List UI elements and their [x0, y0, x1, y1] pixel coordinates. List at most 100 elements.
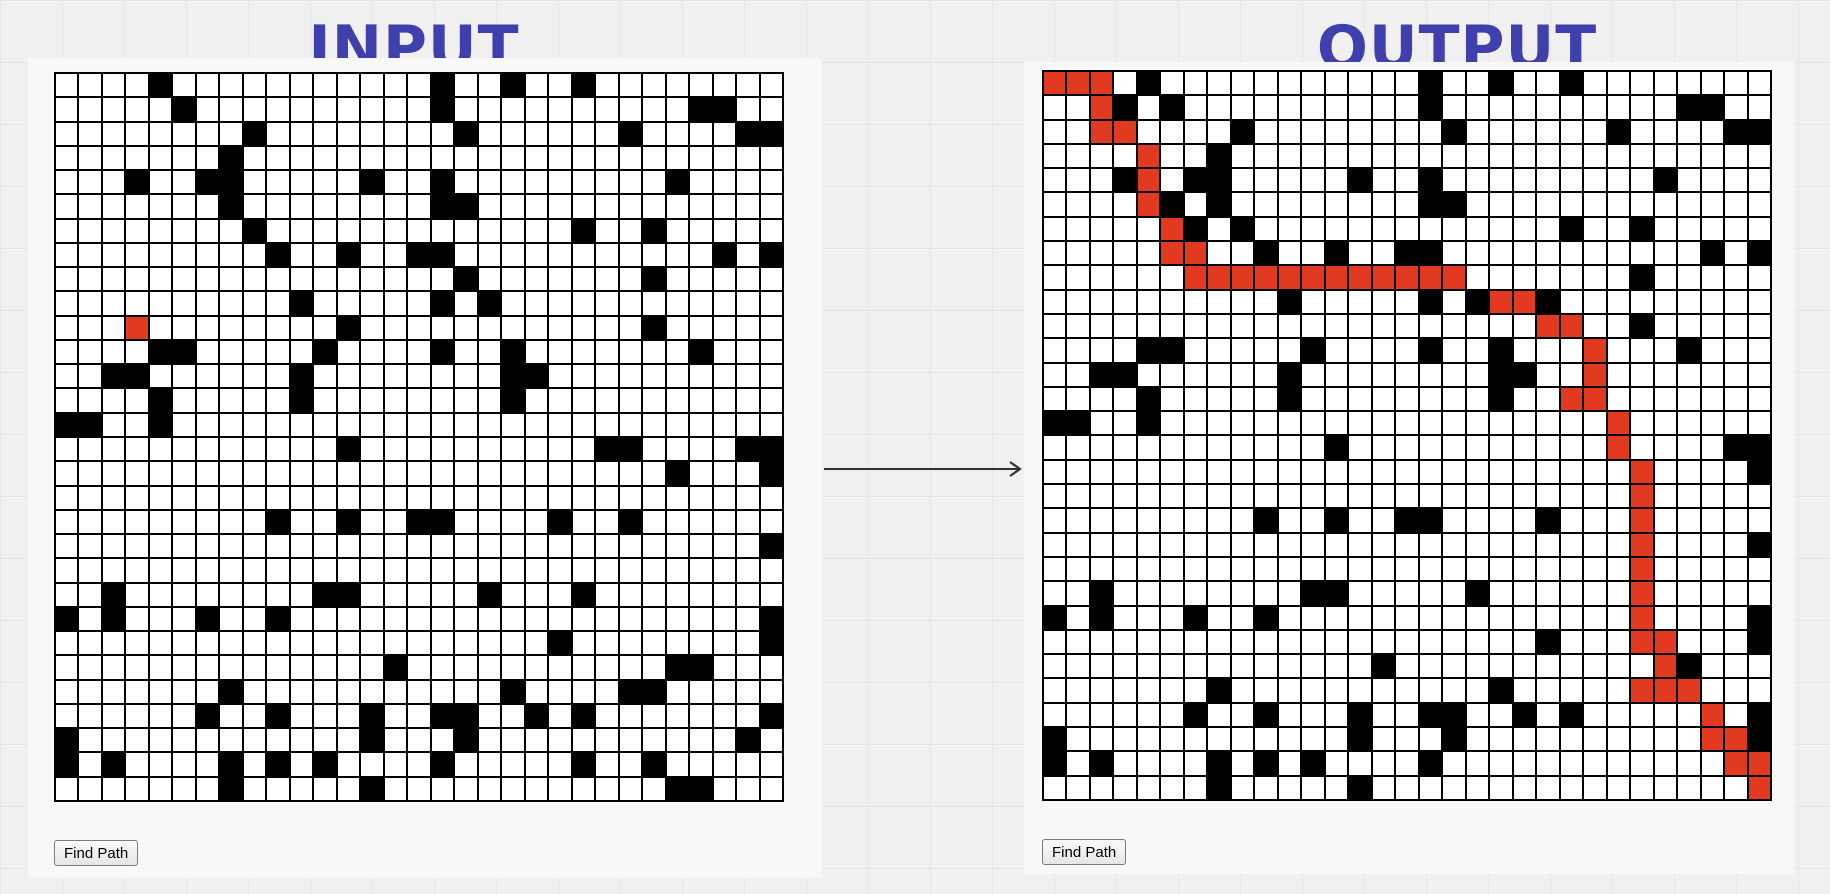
open-cell[interactable]	[643, 559, 665, 582]
open-cell[interactable]	[1443, 509, 1465, 532]
open-cell[interactable]	[1725, 485, 1747, 508]
open-cell[interactable]	[290, 559, 313, 582]
open-cell[interactable]	[267, 171, 289, 194]
open-cell[interactable]	[549, 98, 571, 121]
open-cell[interactable]	[149, 122, 172, 145]
open-cell[interactable]	[502, 219, 524, 242]
open-cell[interactable]	[1701, 314, 1724, 338]
open-cell[interactable]	[267, 122, 289, 145]
wall-cell[interactable]	[1725, 436, 1747, 459]
open-cell[interactable]	[102, 268, 125, 291]
open-cell[interactable]	[267, 632, 289, 655]
open-cell[interactable]	[1701, 606, 1724, 629]
wall-cell[interactable]	[314, 753, 336, 776]
open-cell[interactable]	[384, 413, 407, 436]
open-cell[interactable]	[643, 365, 665, 388]
open-cell[interactable]	[713, 74, 736, 97]
open-cell[interactable]	[1466, 193, 1489, 216]
open-cell[interactable]	[384, 559, 407, 582]
open-cell[interactable]	[149, 607, 172, 631]
open-cell[interactable]	[713, 753, 736, 776]
open-cell[interactable]	[126, 292, 148, 315]
open-cell[interactable]	[1325, 96, 1348, 119]
path-cell[interactable]	[1607, 436, 1630, 459]
open-cell[interactable]	[337, 656, 360, 679]
open-cell[interactable]	[1255, 314, 1277, 338]
open-cell[interactable]	[337, 680, 360, 703]
open-cell[interactable]	[1725, 266, 1747, 289]
open-cell[interactable]	[79, 292, 101, 315]
open-cell[interactable]	[1208, 485, 1230, 508]
open-cell[interactable]	[1490, 630, 1512, 654]
open-cell[interactable]	[1255, 96, 1277, 119]
open-cell[interactable]	[1678, 485, 1700, 508]
open-cell[interactable]	[267, 268, 289, 291]
open-cell[interactable]	[1208, 728, 1230, 751]
open-cell[interactable]	[431, 777, 454, 800]
open-cell[interactable]	[690, 486, 712, 509]
open-cell[interactable]	[1396, 96, 1418, 119]
open-cell[interactable]	[619, 607, 642, 631]
open-cell[interactable]	[1255, 120, 1277, 143]
open-cell[interactable]	[1184, 630, 1207, 654]
wall-cell[interactable]	[431, 98, 454, 121]
open-cell[interactable]	[1607, 557, 1630, 581]
open-cell[interactable]	[1184, 193, 1207, 216]
open-cell[interactable]	[760, 316, 782, 339]
open-cell[interactable]	[713, 195, 736, 218]
open-cell[interactable]	[267, 195, 289, 218]
open-cell[interactable]	[666, 365, 689, 388]
open-cell[interactable]	[713, 777, 736, 800]
wall-cell[interactable]	[1349, 728, 1371, 751]
open-cell[interactable]	[1044, 144, 1066, 168]
open-cell[interactable]	[1137, 217, 1160, 241]
open-cell[interactable]	[1584, 728, 1606, 751]
open-cell[interactable]	[1067, 120, 1089, 143]
open-cell[interactable]	[1701, 72, 1724, 95]
open-cell[interactable]	[1349, 193, 1371, 216]
open-cell[interactable]	[1396, 412, 1418, 435]
wall-cell[interactable]	[267, 753, 289, 776]
open-cell[interactable]	[478, 171, 501, 194]
open-cell[interactable]	[690, 583, 712, 606]
open-cell[interactable]	[1325, 314, 1348, 338]
open-cell[interactable]	[361, 389, 383, 412]
path-cell[interactable]	[1537, 314, 1559, 338]
wall-cell[interactable]	[666, 777, 689, 800]
open-cell[interactable]	[1278, 72, 1301, 95]
wall-cell[interactable]	[1325, 242, 1348, 265]
open-cell[interactable]	[1325, 728, 1348, 751]
open-cell[interactable]	[737, 219, 759, 242]
open-cell[interactable]	[502, 510, 524, 534]
wall-cell[interactable]	[337, 243, 360, 267]
open-cell[interactable]	[267, 680, 289, 703]
open-cell[interactable]	[1678, 314, 1700, 338]
wall-cell[interactable]	[267, 243, 289, 267]
open-cell[interactable]	[1137, 242, 1160, 265]
wall-cell[interactable]	[1419, 752, 1442, 775]
open-cell[interactable]	[1560, 533, 1583, 556]
open-cell[interactable]	[1302, 144, 1324, 168]
open-cell[interactable]	[431, 632, 454, 655]
open-cell[interactable]	[1513, 314, 1536, 338]
open-cell[interactable]	[1584, 509, 1606, 532]
open-cell[interactable]	[1607, 387, 1630, 411]
open-cell[interactable]	[572, 171, 595, 194]
wall-cell[interactable]	[1490, 363, 1512, 386]
open-cell[interactable]	[1349, 533, 1371, 556]
open-cell[interactable]	[56, 340, 78, 364]
open-cell[interactable]	[1584, 533, 1606, 556]
open-cell[interactable]	[314, 462, 336, 485]
open-cell[interactable]	[1490, 728, 1512, 751]
open-cell[interactable]	[1067, 485, 1089, 508]
open-cell[interactable]	[1419, 120, 1442, 143]
open-cell[interactable]	[126, 656, 148, 679]
open-cell[interactable]	[314, 437, 336, 461]
open-cell[interactable]	[1255, 387, 1277, 411]
open-cell[interactable]	[1044, 314, 1066, 338]
open-cell[interactable]	[1161, 485, 1183, 508]
wall-cell[interactable]	[690, 656, 712, 679]
open-cell[interactable]	[549, 243, 571, 267]
open-cell[interactable]	[713, 535, 736, 558]
open-cell[interactable]	[1631, 728, 1653, 751]
